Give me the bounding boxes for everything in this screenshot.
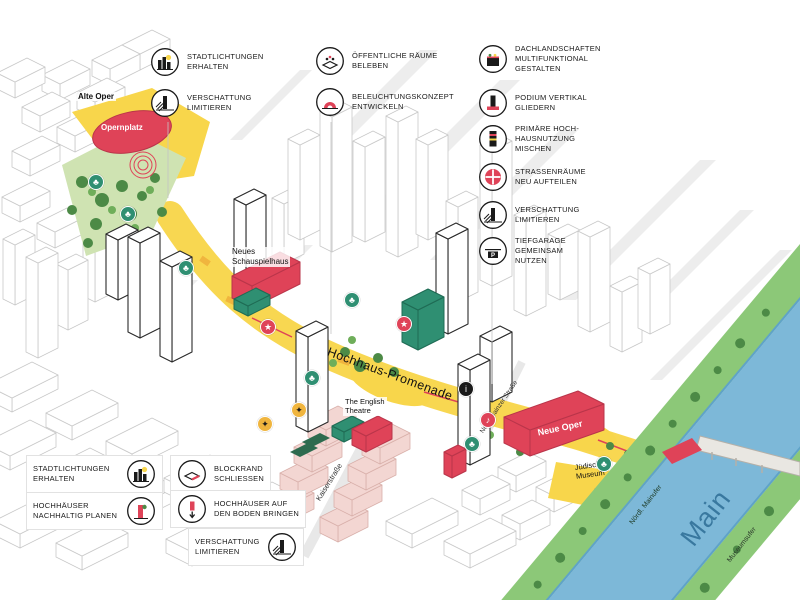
english-theatre-label: The English Theatre	[343, 397, 387, 416]
legend-label: PODIUM VERTIKAL GLIEDERN	[515, 92, 587, 112]
legend-label: HOCHHÄUSER NACHHALTIG PLANEN	[33, 500, 118, 520]
legend-verschattung: VERSCHATTUNG LIMITIEREN	[150, 88, 252, 118]
legend-label: VERSCHATTUNG LIMITIEREN	[515, 204, 580, 224]
legend-label: VERSCHATTUNG LIMITIEREN	[187, 92, 252, 112]
legend-nachhaltig: HOCHHÄUSER NACHHALTIG PLANEN	[26, 492, 163, 530]
shadow-limit-icon	[267, 533, 296, 561]
block-edge-icon	[178, 460, 206, 488]
lighting-concept-icon	[316, 88, 344, 116]
shadow-limit-icon	[151, 89, 179, 117]
legend-tiefgarage: P TIEFGARAGE GEMEINSAM NUTZEN	[478, 236, 566, 266]
sustainable-tower-icon	[127, 497, 155, 525]
main-bridge	[662, 435, 800, 477]
legend-mischnutzung: PRIMÄRE HOCH- HAUSNUTZUNG MISCHEN	[478, 124, 579, 154]
city-clearing-icon	[151, 48, 179, 76]
english-theatre-cluster	[290, 415, 393, 457]
roofscape-icon	[479, 45, 507, 74]
legend-stadtlichtungen-2: STADTLICHTUNGEN ERHALTEN	[26, 455, 163, 493]
alte-oper-building	[92, 110, 172, 154]
city-clearing-icon	[127, 460, 155, 488]
legend-label: BELEUCHTUNGSKONZEPT ENTWICKELN	[352, 91, 454, 111]
legend-stadtlichtungen: STADTLICHTUNGEN ERHALTEN	[150, 47, 264, 77]
legend-blockrand: BLOCKRAND SCHLIESSEN	[170, 455, 272, 493]
mixed-use-icon	[479, 125, 507, 154]
legend-label: ÖFFENTLICHE RÄUME BELEBEN	[352, 50, 438, 70]
red-tower-small	[443, 444, 467, 479]
legend-label: HOCHHÄUSER AUF DEN BODEN BRINGEN	[214, 498, 300, 518]
legend-dachlandschaften: DACHLANDSCHAFTEN MULTIFUNKTIONAL GESTALT…	[478, 44, 601, 74]
teal-block	[233, 287, 271, 317]
legend-beleuchtung: BELEUCHTUNGSKONZEPT ENTWICKELN	[315, 87, 454, 117]
svg-text:P: P	[491, 253, 495, 259]
legend-label: STADTLICHTUNGEN ERHALTEN	[187, 51, 264, 71]
podium-icon	[479, 89, 507, 117]
tower-to-ground-icon	[178, 495, 206, 523]
legend-verschattung-2: VERSCHATTUNG LIMITIEREN	[478, 200, 580, 230]
legend-oeffentliche-raeume: ÖFFENTLICHE RÄUME BELEBEN	[315, 46, 438, 76]
street-space-icon	[479, 163, 507, 191]
legend-strassenraeume: STRASSENRÄUME NEU AUFTEILEN	[478, 162, 586, 192]
red-bridge-element	[662, 438, 702, 464]
public-space-icon	[316, 47, 344, 75]
legend-verschattung-3: VERSCHATTUNG LIMITIEREN	[188, 528, 304, 566]
river-main	[477, 194, 800, 600]
legend-podium: PODIUM VERTIKAL GLIEDERN	[478, 88, 587, 118]
legend-boden-bringen: HOCHHÄUSER AUF DEN BODEN BRINGEN	[170, 490, 307, 528]
neue-oper-building	[503, 390, 605, 457]
legend-label: STADTLICHTUNGEN ERHALTEN	[33, 463, 110, 483]
neues-schauspielhaus-label: Neues Schauspielhaus	[230, 247, 291, 267]
shadow-limit-icon	[479, 201, 507, 229]
parking-garage-icon: P	[479, 237, 507, 266]
legend-label: TIEFGARAGE GEMEINSAM NUTZEN	[515, 236, 566, 266]
opernplatz-label: Opernplatz	[101, 123, 143, 132]
legend-label: DACHLANDSCHAFTEN MULTIFUNKTIONAL GESTALT…	[515, 44, 601, 74]
legend-label: VERSCHATTUNG LIMITIEREN	[195, 536, 260, 556]
legend-label: BLOCKRAND SCHLIESSEN	[214, 463, 265, 483]
sound-ripples	[129, 151, 157, 179]
river-group	[449, 170, 800, 600]
leader-lines	[167, 122, 493, 384]
legend-label: STRASSENRÄUME NEU AUFTEILEN	[515, 166, 586, 186]
legend-label: PRIMÄRE HOCH- HAUSNUTZUNG MISCHEN	[515, 124, 580, 154]
alte-oper-label: Alte Oper	[76, 92, 117, 101]
teal-tower	[401, 288, 445, 351]
